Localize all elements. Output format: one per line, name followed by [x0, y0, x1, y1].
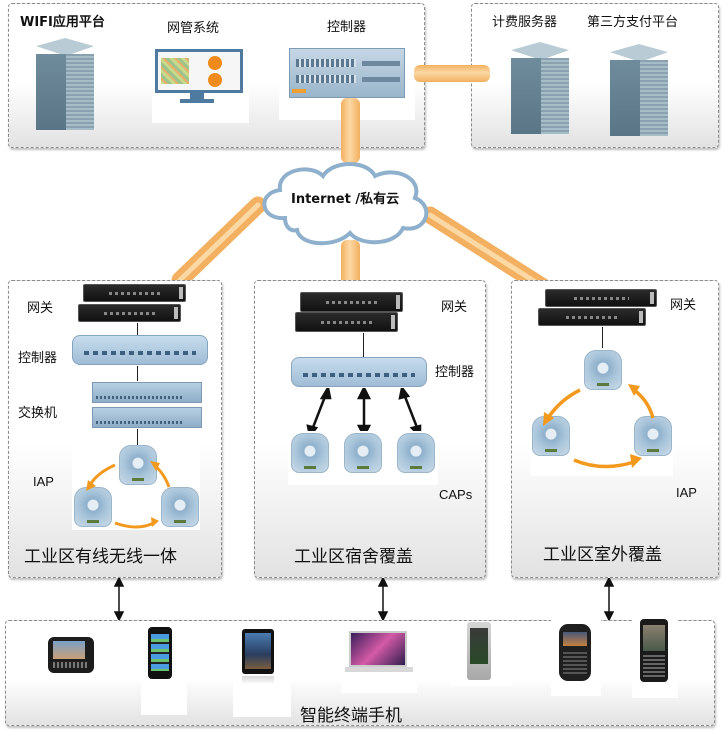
zone1-controller-icon [72, 335, 208, 365]
qwerty-phone-icon-1 [551, 620, 601, 696]
cloud-icon [262, 162, 429, 246]
zone1-gateway-icon-a [83, 284, 186, 302]
zone3-iap-icon-top [584, 350, 622, 390]
zone2-gateway-icon-b [295, 312, 398, 332]
payment-server-icon [610, 44, 668, 136]
zone1-iap-icon-top [119, 445, 157, 485]
billing-server-label: 计费服务器 [492, 15, 558, 30]
qwerty-phone-icon-2 [632, 618, 678, 698]
zone3-title: 工业区室外覆盖 [543, 545, 662, 565]
zone1-switch-label: 交换机 [18, 406, 58, 421]
nms-label: 网管系统 [167, 21, 220, 36]
slider-phone-icon [48, 637, 94, 673]
monitor-dashboard-icon [152, 45, 249, 123]
link-controller-billing [414, 65, 490, 82]
zone2-cap-icon-3 [397, 433, 435, 473]
zone2-gateway-icon-a [300, 292, 403, 312]
zone-terminal-arrows [113, 578, 615, 620]
zone2-cap-icon-2 [344, 433, 382, 473]
zone1-ap-label: IAP [33, 474, 54, 489]
billing-server-icon [511, 42, 569, 134]
zone2-controller-label: 控制器 [435, 365, 475, 380]
link-cloud-zone2 [341, 240, 360, 285]
zone2-ap-label: CAPs [439, 487, 473, 502]
zone3-mesh-arrows-icon [543, 384, 655, 469]
zone3-gateway-label: 网关 [670, 298, 697, 313]
zone1-controller-label: 控制器 [18, 351, 58, 366]
link-controller-cloud [341, 98, 360, 163]
zone1-iap-icon-right [161, 487, 199, 527]
zone2-controller-icon [291, 357, 427, 387]
zone1-mesh-arrows-icon [86, 461, 171, 529]
zone3-gateway-icon-b [538, 308, 646, 326]
smartphone-icon-1 [141, 627, 187, 715]
zone1-switch-icon-b [92, 407, 202, 428]
wifi-platform-label: WIFI应用平台 [20, 15, 105, 30]
zone3-ap-label: IAP [676, 485, 697, 500]
cloud-label: Internet /私有云 [291, 192, 400, 207]
payment-platform-label: 第三方支付平台 [587, 15, 679, 30]
zone3-gateway-icon-a [545, 289, 657, 307]
zone1-gateway-icon-b [78, 304, 181, 322]
terminals-title: 智能终端手机 [300, 706, 402, 726]
controller-top-label: 控制器 [327, 20, 367, 35]
laptop-icon [341, 625, 417, 693]
zone2-title: 工业区宿舍覆盖 [294, 547, 413, 567]
tablet-icon [233, 624, 291, 717]
zone1-title: 工业区有线无线一体 [24, 547, 177, 567]
smartphone-icon-2 [450, 622, 512, 686]
zone1-gateway-label: 网关 [27, 301, 54, 316]
zone2-gateway-label: 网关 [441, 300, 468, 315]
zone2-cap-icon-1 [291, 433, 329, 473]
zone1-switch-icon-a [92, 382, 202, 403]
server-tower-icon [36, 38, 94, 130]
